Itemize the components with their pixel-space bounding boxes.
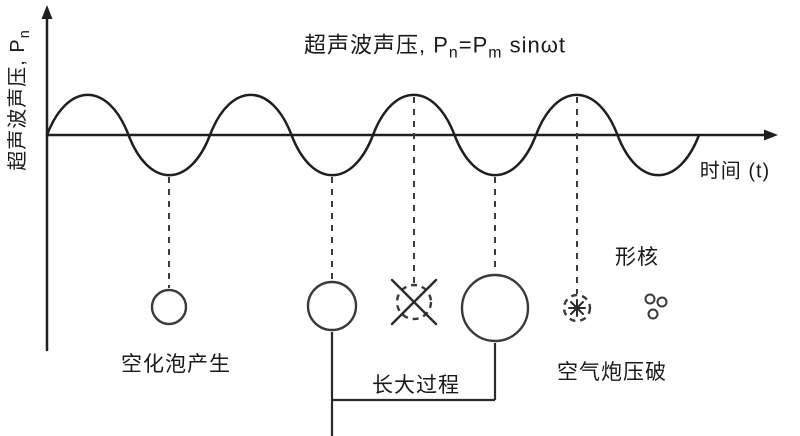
y-axis (41, 5, 53, 352)
title-equation: =P (458, 32, 489, 58)
bubble-generation-label: 空化泡产生 (121, 353, 231, 376)
bubble-burst-label: 空气炮压破 (557, 361, 667, 384)
cavitation-bubble-medium (306, 280, 358, 332)
title-equation-end: sinωt (502, 32, 566, 58)
diagram-title: 超声波声压, Pn=Pm sinωt (304, 27, 566, 62)
nucleation-dots (644, 293, 668, 320)
title-text: 超声波声压, P (304, 32, 449, 58)
y-axis-subscript-n: n (17, 29, 33, 39)
y-axis-text: 超声波声压, P (7, 38, 29, 171)
collapsing-bubble-icon (390, 278, 438, 326)
cavitation-bubble-small (150, 288, 188, 326)
title-subscript-n: n (448, 44, 459, 62)
cavitation-bubble-large (460, 273, 530, 343)
x-axis (45, 129, 778, 141)
dashed-guide-lines (168, 97, 578, 294)
sine-wave (45, 93, 701, 177)
growth-bracket (330, 332, 497, 436)
x-axis-label: 时间 (t) (699, 160, 771, 183)
bursting-bubble-icon (562, 293, 592, 323)
y-axis-label: 超声波声压, Pn (1, 29, 33, 170)
growth-process-label: 长大过程 (372, 374, 460, 397)
title-subscript-m: m (488, 44, 503, 62)
nucleation-label: 形核 (615, 246, 659, 269)
